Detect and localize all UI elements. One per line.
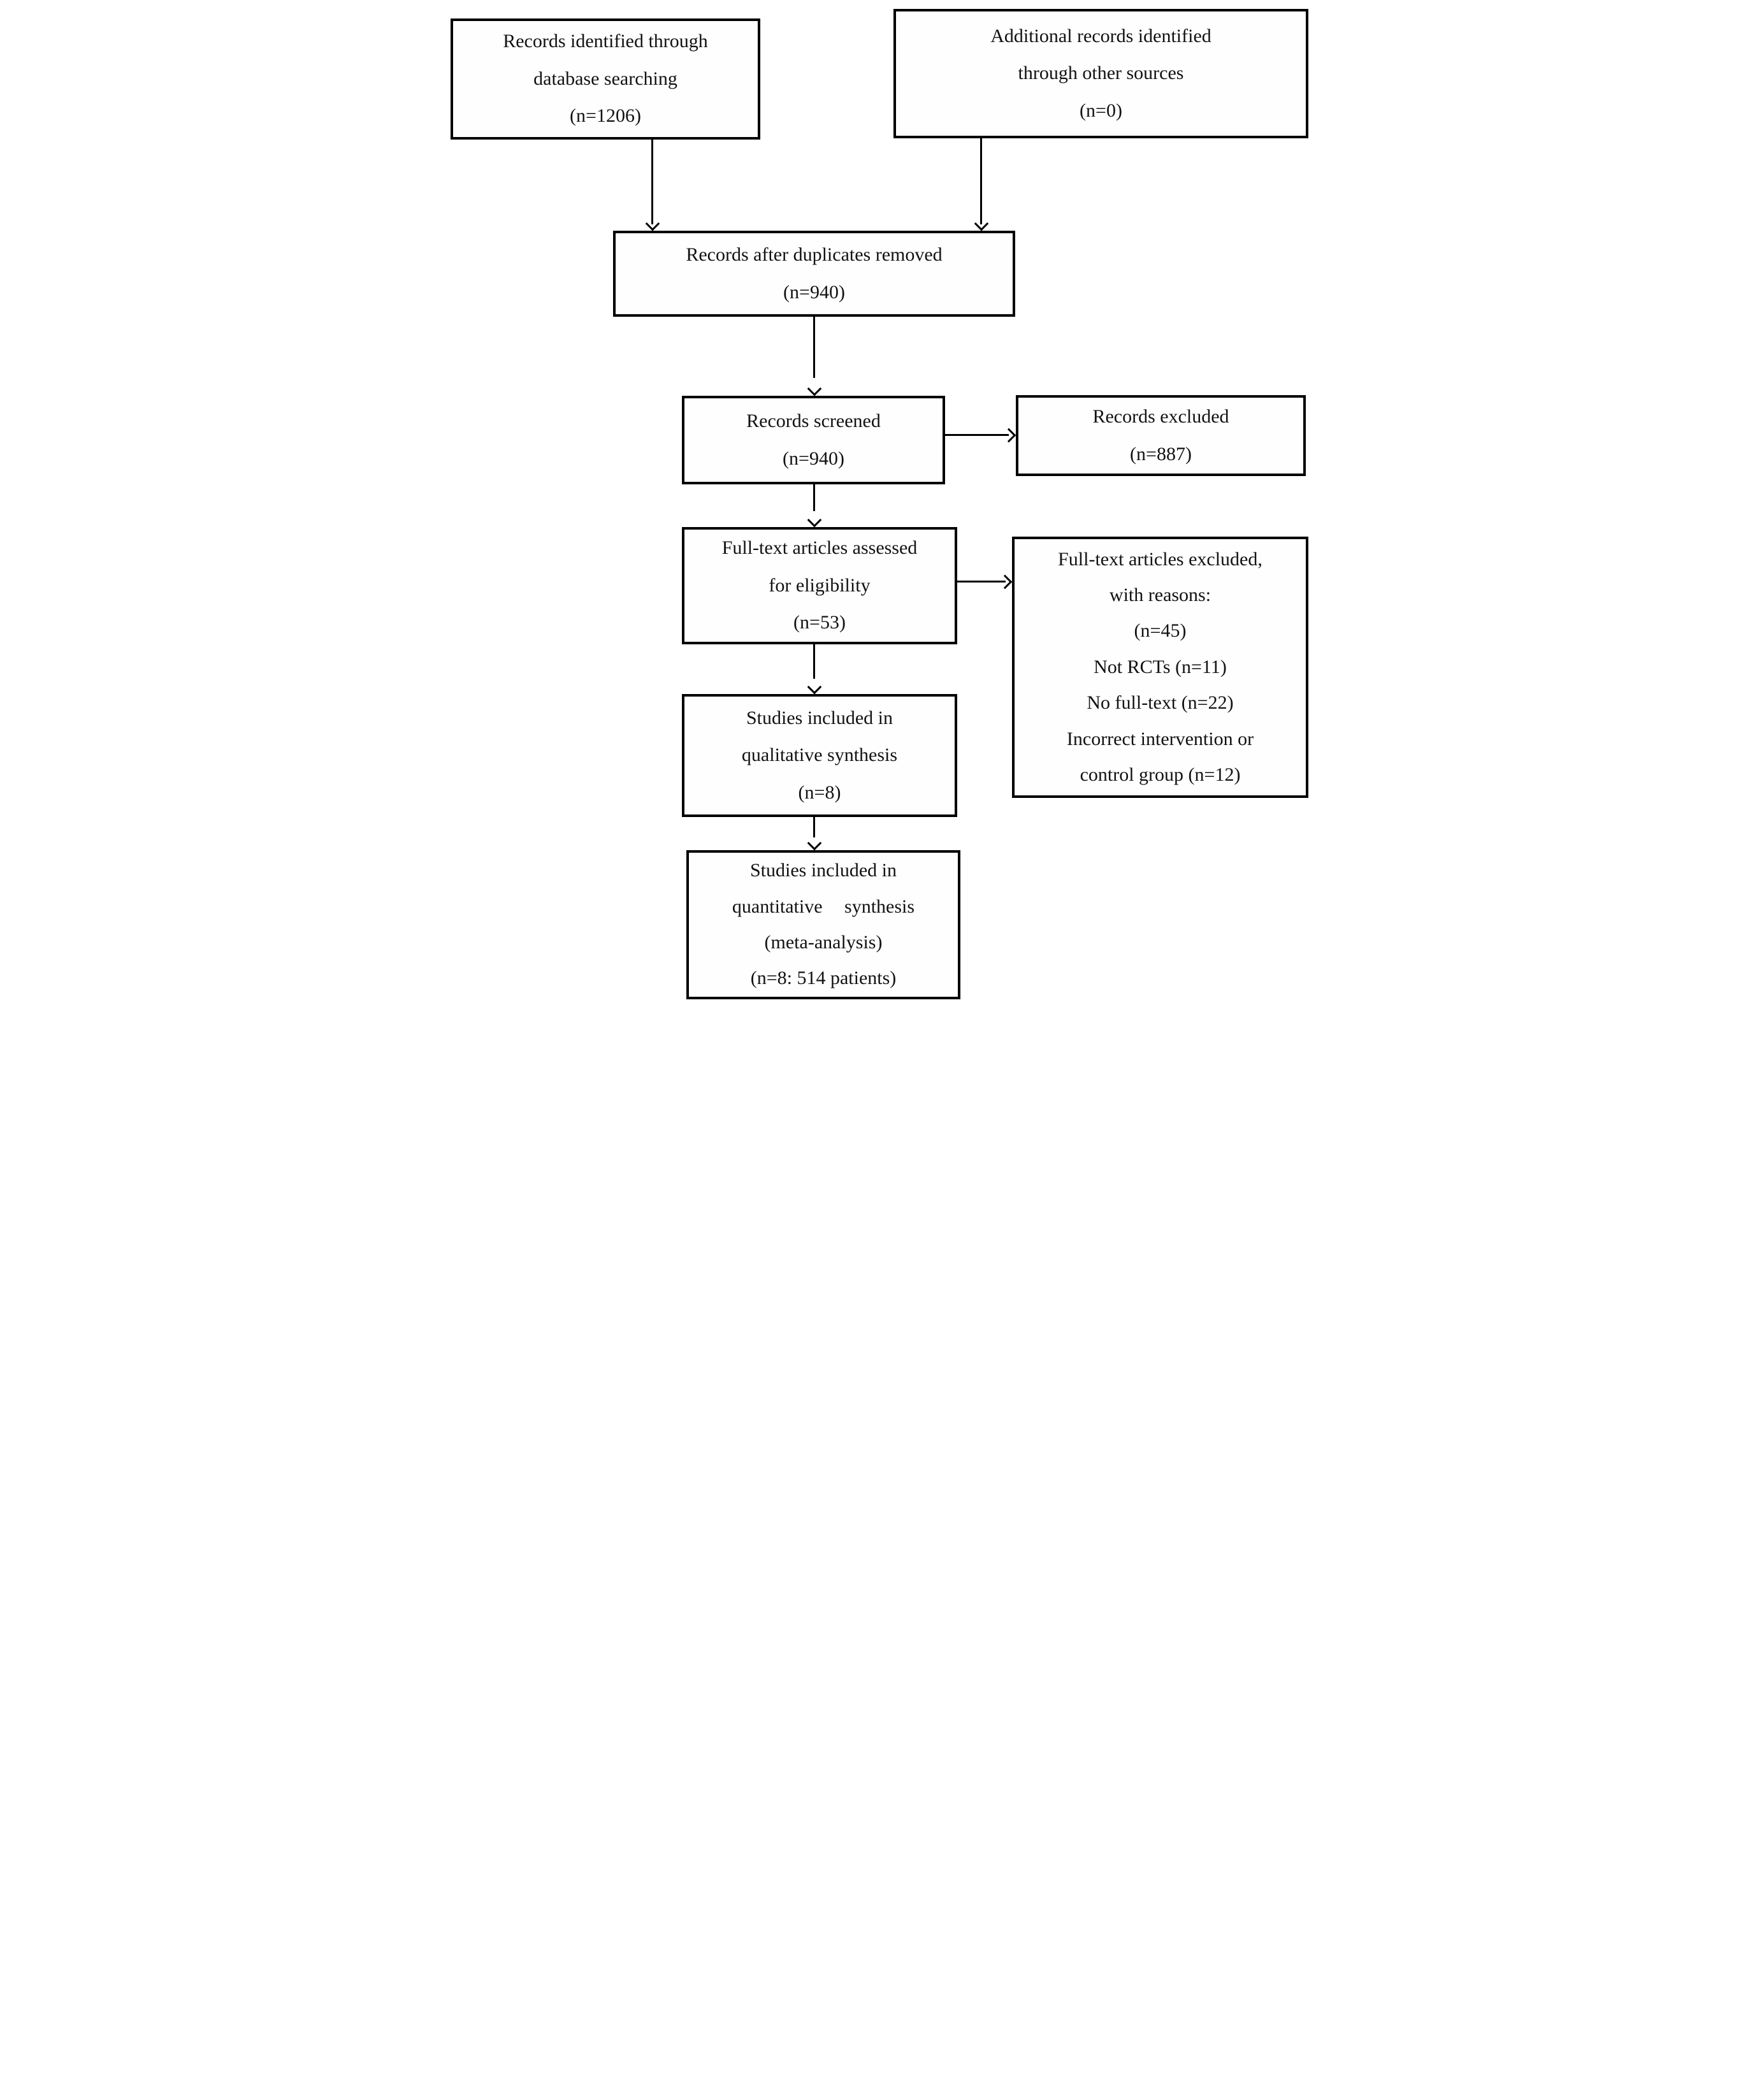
connector-line xyxy=(813,644,815,679)
node-count-line: (n=0) xyxy=(1080,99,1122,121)
arrowhead-right-icon xyxy=(997,574,1013,590)
node-text-line: Full-text articles assessed xyxy=(721,537,918,559)
node-count-line: (n=887) xyxy=(1130,443,1192,465)
node-count-line: (n=8) xyxy=(798,781,841,803)
node-quantitative-synthesis: Studies included in quantitative synthes… xyxy=(686,850,960,999)
node-records-screened: Records screened (n=940) xyxy=(682,396,945,484)
arrowhead-down-icon xyxy=(807,512,822,528)
node-fulltext-assessed: Full-text articles assessed for eligibil… xyxy=(682,527,957,644)
node-count-line: (n=45) xyxy=(1134,620,1187,642)
node-text-line: for eligibility xyxy=(769,574,871,596)
arrowhead-right-icon xyxy=(1001,428,1016,443)
node-text-line: (meta-analysis) xyxy=(764,932,883,953)
node-text-line: Studies included in xyxy=(746,707,893,728)
node-text-line: Studies included in xyxy=(750,860,897,881)
node-text-line: Records excluded xyxy=(1092,406,1229,427)
node-text-line: database searching xyxy=(533,68,677,89)
arrowhead-down-icon xyxy=(807,679,822,695)
connector-line xyxy=(980,138,982,224)
node-after-duplicates: Records after duplicates removed (n=940) xyxy=(613,231,1015,317)
node-reason-line: No full-text (n=22) xyxy=(1087,692,1234,714)
arrowhead-down-icon xyxy=(807,381,822,396)
connector-line xyxy=(813,484,815,511)
node-text-line: Records identified through xyxy=(503,31,708,52)
node-text-line: quantitative synthesis xyxy=(732,895,915,917)
node-text-line: Records after duplicates removed xyxy=(686,244,943,265)
connector-line xyxy=(813,817,815,837)
node-count-line: (n=53) xyxy=(793,612,846,633)
connector-line xyxy=(945,434,1009,436)
arrowhead-down-icon xyxy=(974,216,989,231)
arrowhead-down-icon xyxy=(645,216,660,231)
arrowhead-down-icon xyxy=(807,836,822,851)
node-text-line: through other sources xyxy=(1018,62,1184,84)
node-qualitative-synthesis: Studies included in qualitative synthesi… xyxy=(682,694,957,817)
connector-line xyxy=(651,140,653,224)
node-text-line: qualitative synthesis xyxy=(741,744,898,766)
node-count-line: (n=1206) xyxy=(570,105,641,127)
node-reason-line: control group (n=12) xyxy=(1080,763,1241,785)
node-text-line: with reasons: xyxy=(1109,584,1211,606)
node-records-identified: Records identified through database sear… xyxy=(451,18,760,140)
connector-line xyxy=(957,581,1006,583)
node-count-line: (n=8: 514 patients) xyxy=(750,967,897,989)
node-text-line: Full-text articles excluded, xyxy=(1058,548,1262,570)
node-count-line: (n=940) xyxy=(783,447,844,469)
node-records-excluded: Records excluded (n=887) xyxy=(1016,395,1306,476)
connector-line xyxy=(813,317,815,378)
node-reason-line: Not RCTs (n=11) xyxy=(1094,656,1227,677)
node-fulltext-excluded: Full-text articles excluded, with reason… xyxy=(1012,537,1308,798)
flowchart-canvas: Records identified through database sear… xyxy=(441,0,1323,1039)
node-text-line: Records screened xyxy=(746,410,881,431)
node-reason-line: Incorrect intervention or xyxy=(1066,728,1254,749)
node-count-line: (n=940) xyxy=(783,281,845,303)
node-additional-records: Additional records identified through ot… xyxy=(893,9,1308,138)
node-text-line: Additional records identified xyxy=(990,25,1211,47)
